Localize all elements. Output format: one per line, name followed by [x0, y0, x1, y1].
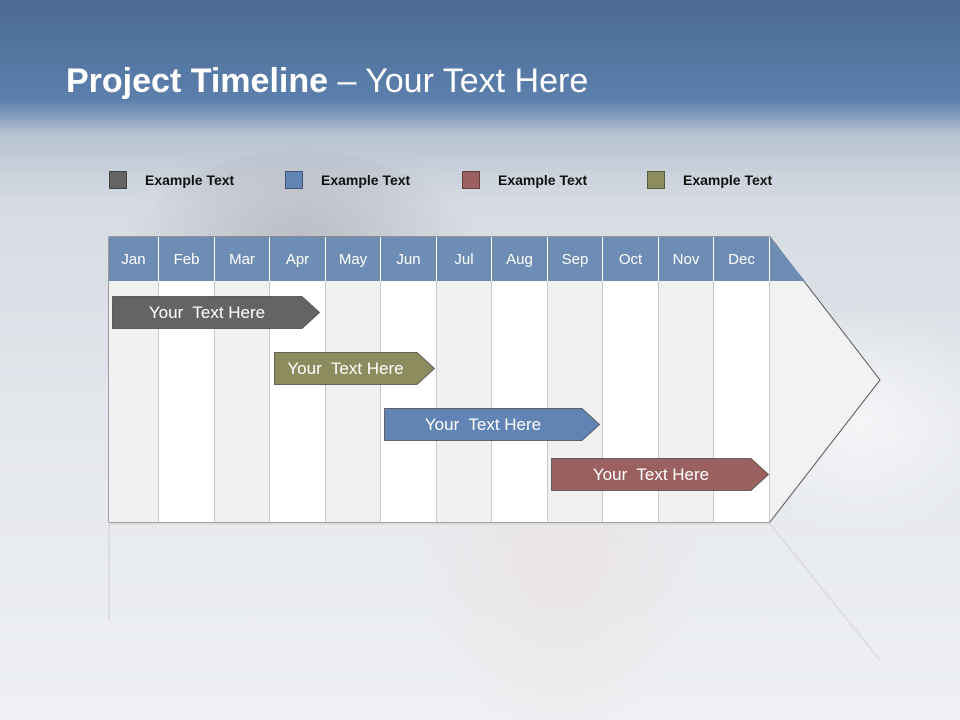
month-column-jul: [437, 281, 492, 522]
month-header-aug: Aug: [492, 237, 548, 281]
month-header-feb: Feb: [159, 237, 215, 281]
task-bar-label-4: Your Text Here: [592, 464, 710, 484]
month-header-mar: Mar: [215, 237, 270, 281]
legend-label-1: Example Text: [145, 172, 235, 188]
month-header-may: May: [326, 237, 381, 281]
title-rest: – Your Text Here: [328, 62, 589, 100]
month-header-apr: Apr: [270, 237, 326, 281]
month-column-jun: [381, 281, 437, 522]
task-arrow-shape-1: [112, 296, 320, 329]
legend-swatch-4: [647, 171, 665, 189]
month-header-jun: Jun: [381, 237, 437, 281]
month-header-jan: Jan: [109, 237, 159, 281]
slide-title: Project Timeline – Your Text Here: [66, 60, 588, 102]
task-arrow-shape-2: [274, 352, 435, 385]
task-arrow-shape-3: [384, 408, 600, 441]
legend-label-4: Example Text: [683, 172, 773, 188]
legend-label-2: Example Text: [321, 172, 411, 188]
legend-swatch-1: [109, 171, 127, 189]
month-header-jul: Jul: [437, 237, 492, 281]
legend-item-4: Example Text: [647, 170, 772, 190]
task-bar-4: Your Text Here: [551, 458, 769, 491]
task-bar-1: Your Text Here: [112, 296, 320, 329]
task-bar-label-3: Your Text Here: [424, 414, 542, 434]
month-header-oct: Oct: [603, 237, 659, 281]
month-header-sep: Sep: [548, 237, 603, 281]
month-header-dec: Dec: [714, 237, 770, 281]
legend-item-3: Example Text: [462, 170, 587, 190]
legend-swatch-2: [285, 171, 303, 189]
task-bar-2: Your Text Here: [274, 352, 435, 385]
task-bar-label-1: Your Text Here: [148, 302, 266, 322]
month-column-may: [326, 281, 381, 522]
legend-label-3: Example Text: [498, 172, 588, 188]
legend-item-1: Example Text: [109, 170, 234, 190]
month-header-nov: Nov: [659, 237, 714, 281]
task-arrow-shape-4: [551, 458, 769, 491]
task-bar-label-2: Your Text Here: [287, 358, 404, 378]
legend-item-2: Example Text: [285, 170, 410, 190]
month-column-aug: [492, 281, 548, 522]
title-bold: Project Timeline: [66, 62, 329, 100]
legend-swatch-3: [462, 171, 480, 189]
task-bar-3: Your Text Here: [384, 408, 600, 441]
